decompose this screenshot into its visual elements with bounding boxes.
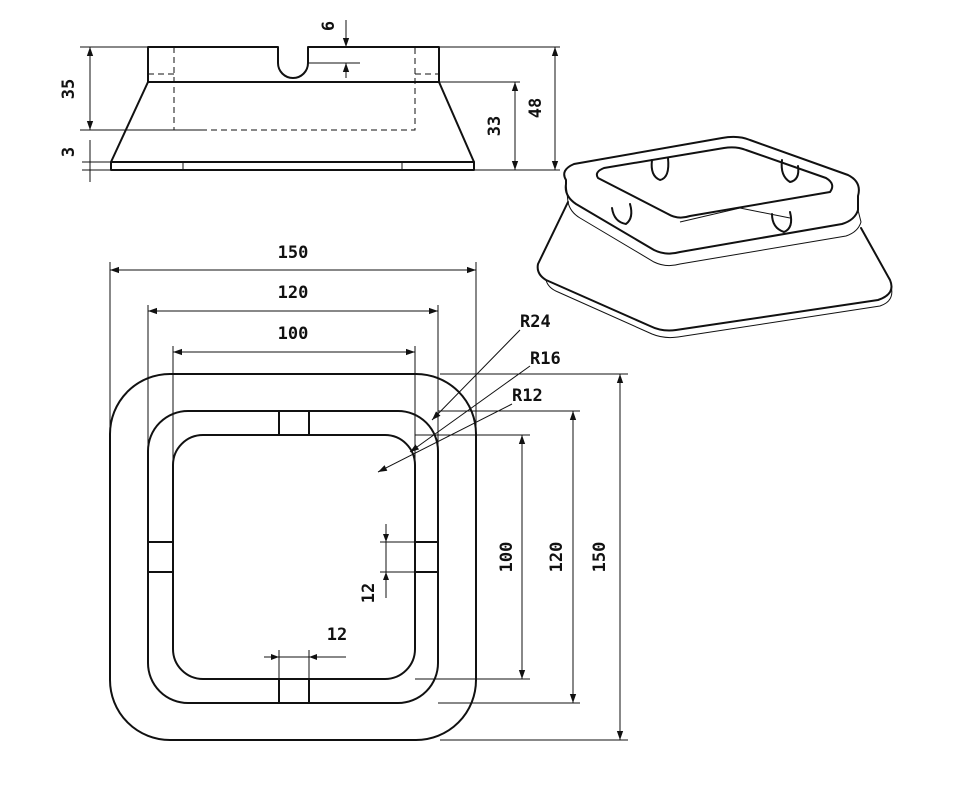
leader-r24-label: R24: [520, 312, 551, 332]
dim-120-v-label: 120: [547, 542, 567, 573]
iso-cavity-floor: [679, 207, 791, 223]
top-slot-bottom: [279, 680, 309, 702]
iso-rim-inner: [595, 146, 834, 219]
iso-notch-front-left: [611, 203, 633, 225]
dim-3-label: 3: [59, 147, 79, 157]
iso-rim-side: [565, 183, 862, 267]
iso-skirt-outline: [536, 201, 893, 332]
dim-12-v-arrow-bottom: [383, 572, 389, 580]
leader-r24: [431, 329, 521, 421]
isometric-view: [536, 135, 893, 339]
top-inner-square: [172, 434, 416, 680]
leader-r16-label: R16: [530, 349, 561, 369]
dim-48-label: 48: [526, 98, 546, 118]
dim-12-v-arrow-top: [383, 534, 389, 542]
top-outer-square: [109, 373, 477, 741]
top-view: 150 120 100 R24 R16 R12 100 120 150: [109, 243, 628, 741]
front-hidden-cavity: [173, 47, 416, 131]
front-view: 6 35 3 33 48: [59, 20, 560, 182]
dim-150-v-label: 150: [590, 542, 610, 573]
dim-33-label: 33: [485, 116, 505, 136]
top-slot-top: [279, 412, 309, 434]
dim-12-h-arrow-left: [271, 654, 279, 660]
dim-12-h-arrow-right: [309, 654, 317, 660]
front-base: [110, 161, 475, 171]
leader-r12: [377, 403, 513, 473]
dim-100-v-label: 100: [497, 542, 517, 573]
dim-150-h-label: 150: [278, 243, 309, 263]
top-slot-left: [149, 542, 172, 572]
dim-120-h-label: 120: [278, 283, 309, 303]
iso-notch-back-left: [650, 157, 670, 181]
front-body-outline: [110, 81, 475, 163]
leader-r12-label: R12: [512, 386, 543, 406]
top-mid-square: [147, 410, 439, 704]
dim-12-h-label: 12: [327, 625, 347, 645]
iso-base-edge: [545, 279, 893, 339]
top-slot-right: [416, 542, 437, 572]
leader-r16: [409, 365, 531, 453]
dim-35-label: 35: [59, 79, 79, 99]
iso-notch-back-right: [780, 159, 800, 183]
iso-notch-front-right: [771, 211, 793, 233]
dim-100-h-label: 100: [278, 324, 309, 344]
dim-12-v-label: 12: [359, 583, 379, 603]
dim-slot-depth-label: 6: [319, 21, 339, 31]
front-rim-outline: [147, 46, 440, 83]
